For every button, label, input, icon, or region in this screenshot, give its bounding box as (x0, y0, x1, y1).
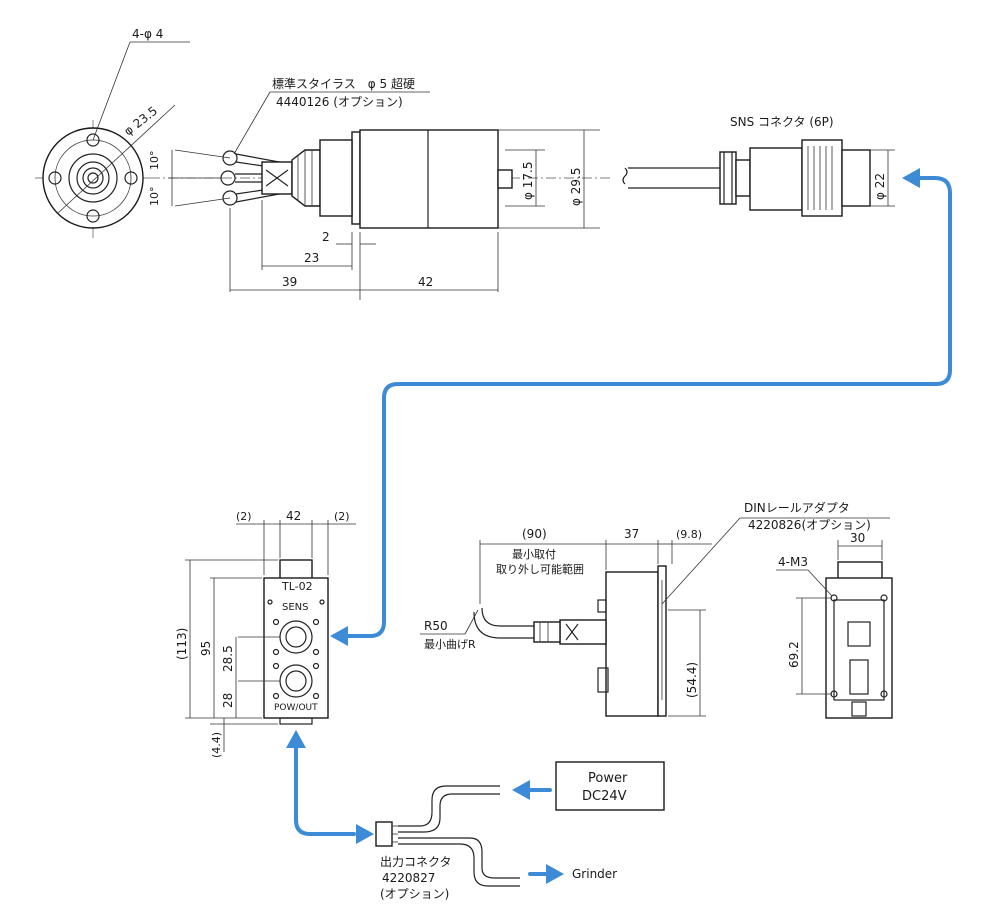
dim-54-4-label: (54.4) (685, 662, 699, 698)
out-connector-label-1: 出力コネクタ (380, 855, 452, 869)
r50-label: R50 (424, 619, 448, 633)
dim-69-2-label: 69.2 (787, 641, 801, 668)
pow-out-label: POW/OUT (274, 703, 318, 713)
arrow-head-sns (902, 168, 920, 188)
flange-front-view (35, 41, 190, 238)
din-part-label: 4220826(オプション) (748, 518, 871, 532)
sens-label: SENS (282, 602, 309, 613)
arrow-head-grinder (546, 864, 564, 884)
flange-dia-label: φ 23.5 (121, 104, 160, 139)
arrow-head-box-bottom (286, 730, 306, 748)
din-adapter-view (776, 540, 893, 719)
dim-42-probe-label: 42 (418, 275, 433, 289)
power-label-1: Power (588, 771, 628, 786)
arrow-head-power (512, 780, 530, 800)
arrow-head-box (330, 626, 348, 646)
angle-lower-label: 10° (148, 187, 161, 207)
dim-90-label: (90) (522, 527, 547, 541)
box-28-5-label: 28.5 (221, 645, 235, 672)
power-label-2: DC24V (582, 789, 627, 804)
dim-39-label: 39 (282, 275, 297, 289)
dim-23-label: 23 (304, 251, 319, 265)
probe-side-view (150, 91, 720, 300)
grinder-label: Grinder (572, 867, 617, 881)
out-connector-label-2: 4220827 (382, 871, 435, 885)
min-mount-label-1: 最小取付 (512, 548, 556, 561)
control-box-side (420, 517, 890, 717)
box-width-label: 42 (286, 509, 301, 523)
sns-connector-label: SNS コネクタ (6P) (730, 115, 834, 129)
dim-9-8-label: (9.8) (676, 528, 702, 541)
stylus-name-label: 標準スタイラス φ 5 超硬 (272, 76, 415, 91)
dim-30-label: 30 (850, 531, 865, 545)
out-connector-label-3: (オプション) (380, 887, 449, 901)
box-28-label: 28 (221, 693, 235, 708)
box-height-95-label: 95 (199, 641, 213, 656)
min-bend-label: 最小曲げR (424, 638, 476, 651)
dia-17-5-label: φ 17.5 (521, 162, 535, 200)
dia-22-label: φ 22 (873, 173, 887, 200)
arrow-head-connector (356, 824, 374, 844)
power-box (555, 761, 665, 811)
dim-2-label: 2 (322, 230, 330, 244)
output-cable (375, 785, 520, 887)
box-margin-left-label: (2) (236, 510, 252, 523)
flow-arrows (286, 168, 952, 884)
m3-spec-label: 4-M3 (778, 555, 808, 569)
stylus-part-label: 4440126 (オプション) (276, 95, 403, 109)
dia-29-5-label: φ 29.5 (569, 168, 583, 206)
sns-connector-view (719, 139, 895, 217)
box-height-113-label: (113) (175, 628, 189, 660)
hole-spec-label: 4-φ 4 (132, 27, 163, 41)
control-box-front (185, 520, 356, 752)
angle-upper-label: 10° (148, 151, 161, 171)
box-margin-right-label: (2) (334, 510, 350, 523)
min-mount-label-2: 取り外し可能範囲 (496, 562, 584, 576)
box-4-4-label: (4.4) (210, 732, 223, 758)
dim-37-label: 37 (624, 527, 639, 541)
din-adapter-label: DINレールアダプタ (744, 500, 850, 515)
tl02-label: TL-02 (281, 580, 313, 593)
